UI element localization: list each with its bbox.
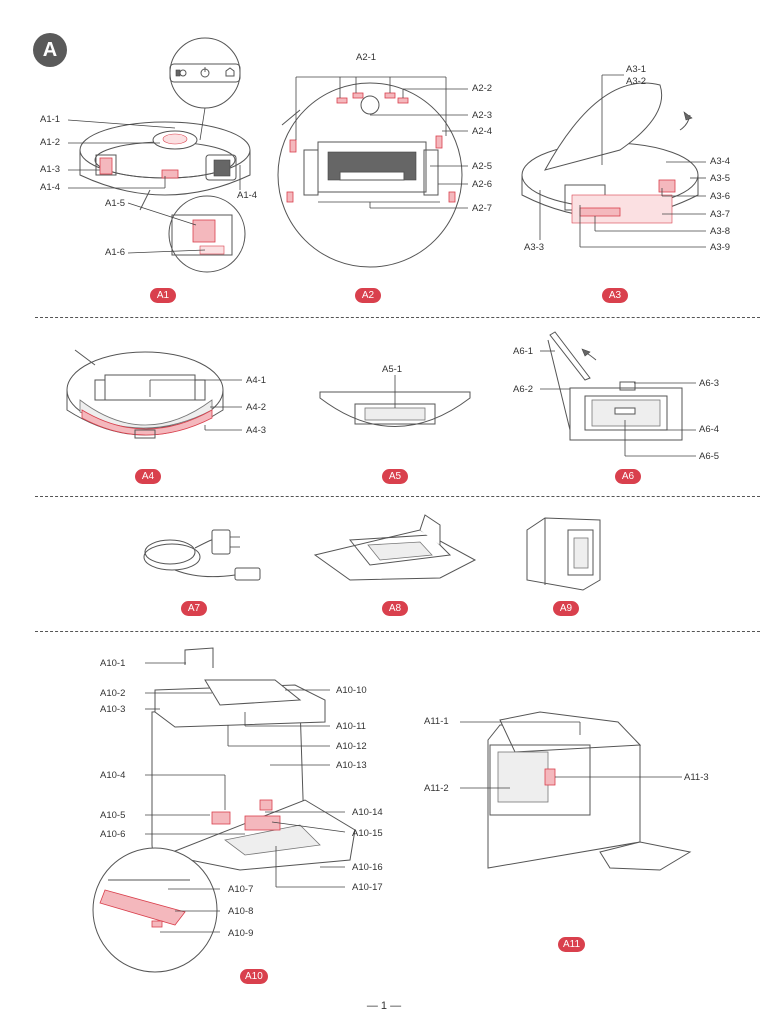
callout-label: A4-2 [246,402,267,413]
home-button-icon [225,67,235,77]
section-badge: A [33,33,67,67]
callout-label: A10-11 [336,721,366,732]
callout-label: A3-5 [710,173,731,184]
callout-label: A10-9 [228,928,254,939]
callout-label: A1-2 [40,137,61,148]
callout-label: A4-1 [246,375,267,386]
callout-label: A10-16 [352,862,383,873]
callout-label: A10-7 [228,884,254,895]
robot-bottom-drawing [277,82,463,268]
callout-label: A10-13 [336,760,367,771]
figure-tag: A6 [615,469,641,484]
figure-tag: A8 [382,601,408,616]
callout-label: A10-3 [100,704,126,715]
base-station-drawing [92,647,356,973]
dock-button-icon [175,69,187,77]
callout-label: A6-2 [513,384,534,395]
figure-tag: A2 [355,288,381,303]
callout-label: A3-6 [710,191,731,202]
base-station-rear-drawing [487,711,692,871]
callout-label: A2-1 [356,52,377,63]
robot-mop-drawing [66,349,224,439]
callout-label: A1-3 [40,164,61,175]
figure-tag: A1 [150,288,176,303]
callout-label: A6-1 [513,346,534,357]
callout-label: A3-9 [710,242,731,253]
callout-label: A3-7 [710,209,731,220]
callout-label: A10-5 [100,810,126,821]
callout-label: A1-5 [105,198,126,209]
robot-overview-drawing [79,37,251,273]
callout-label: A2-5 [472,161,493,172]
figure-tag: A7 [181,601,207,616]
callout-label: A6-5 [699,451,720,462]
callout-label: A3-8 [710,226,731,237]
callout-label: A4-3 [246,425,267,436]
callout-label: A1-6 [105,247,126,258]
callout-label: A10-1 [100,658,126,669]
callout-label: A10-17 [352,882,383,893]
callout-label: A10-10 [336,685,367,696]
power-cord-drawing [143,529,261,581]
figure-tag: A10 [240,969,268,984]
callout-label: A1-4 [237,190,258,201]
callout-label: A1-4 [40,182,61,193]
callout-label: A10-15 [352,828,383,839]
callout-label: A2-4 [472,126,493,137]
figure-tag: A5 [382,469,408,484]
callout-label: A5-1 [382,364,403,375]
dustbin-drawing [547,331,683,441]
divider [35,496,760,497]
mop-pad-drawing [319,375,471,427]
callout-label: A10-14 [352,807,383,818]
callout-label: A2-6 [472,179,493,190]
callout-label: A10-6 [100,829,126,840]
figure-tag: A3 [602,288,628,303]
robot-lid-open-drawing [521,82,699,224]
divider [35,317,760,318]
callout-label: A11-2 [424,783,449,794]
callout-label: A10-12 [336,741,367,752]
callout-label: A2-7 [472,203,493,214]
base-ramp-drawing [313,514,477,581]
dust-bag-drawing [526,517,601,591]
callout-label: A11-3 [684,772,709,783]
callout-label: A6-4 [699,424,720,435]
callout-label: A3-3 [524,242,545,253]
callout-label: A1-1 [40,114,61,125]
callout-label: A2-2 [472,83,493,94]
divider [35,631,760,632]
figure-tag: A11 [558,937,586,952]
callout-label: A10-4 [100,770,126,781]
callout-label: A3-1 [626,64,647,75]
callout-label: A3-4 [710,156,731,167]
power-button-icon [200,67,210,78]
callout-label: A10-8 [228,906,254,917]
figure-tag: A4 [135,469,161,484]
callout-label: A11-1 [424,716,449,727]
callout-label: A6-3 [699,378,720,389]
page-number: — 1 — [366,1000,402,1012]
callout-label: A2-3 [472,110,493,121]
callout-label: A10-2 [100,688,126,699]
figure-tag: A9 [553,601,579,616]
callout-label: A3-2 [626,76,647,87]
